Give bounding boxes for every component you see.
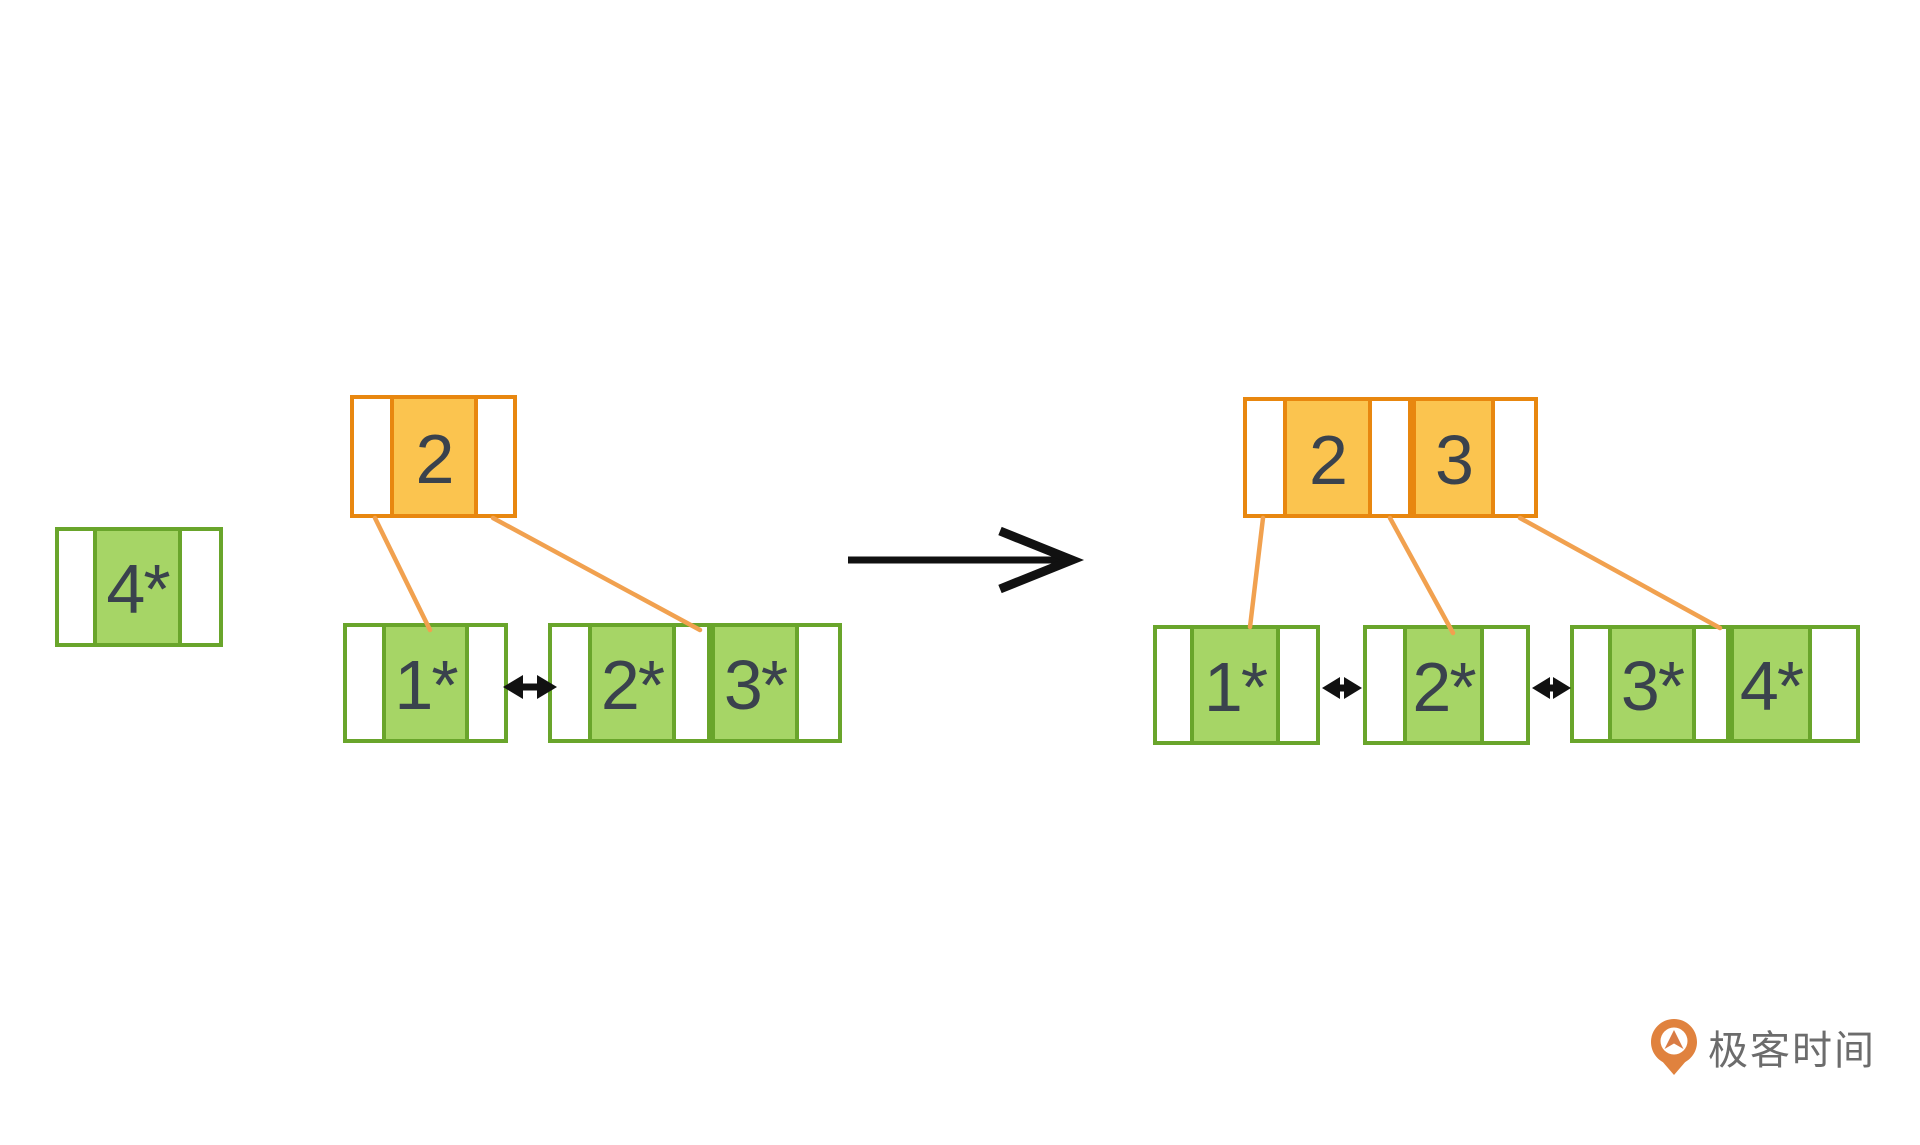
tree-edge	[490, 515, 703, 633]
empty-slot	[552, 627, 588, 739]
after-root-node: 2 3	[1243, 397, 1538, 518]
leaf-link-arrow	[1322, 677, 1362, 699]
record-cell-text: 4*	[106, 550, 170, 628]
after-leaf-node-2: 2*	[1363, 625, 1530, 745]
record-cell-3: 3*	[1608, 629, 1696, 739]
transform-arrow-head	[998, 526, 1085, 594]
before-leaf-node-1: 1*	[343, 623, 508, 743]
geektime-logo-text: 极客时间	[1708, 1029, 1876, 1073]
record-cell-2: 2*	[1403, 629, 1484, 741]
empty-slot	[676, 627, 707, 739]
empty-slot	[1696, 629, 1726, 739]
key-cell-text: 2	[415, 419, 455, 498]
tree-edge	[1247, 515, 1266, 630]
page-divider	[1726, 629, 1730, 739]
record-cell-4: 4*	[1730, 629, 1812, 739]
empty-slot	[1280, 629, 1316, 741]
record-cell-text: 4*	[1739, 647, 1804, 725]
empty-slot	[1812, 629, 1856, 739]
before-root-node: 2	[350, 395, 517, 518]
pointer-slot	[478, 399, 513, 514]
empty-slot	[347, 627, 382, 739]
key-cell-text: 2	[1309, 420, 1348, 499]
standalone-record-box-4: 4*	[55, 527, 223, 647]
after-leaf-node-3: 3* 4*	[1570, 625, 1860, 743]
key-cell-text: 3	[1435, 420, 1474, 499]
transform-arrow	[848, 526, 1085, 594]
record-cell-4: 4*	[93, 531, 182, 643]
empty-slot	[1484, 629, 1526, 741]
empty-slot	[59, 531, 93, 643]
empty-slot	[1367, 629, 1403, 741]
pointer-slot	[1495, 401, 1534, 514]
empty-slot	[182, 531, 219, 643]
record-cell-text: 3*	[723, 646, 788, 724]
record-cell-3: 3*	[711, 627, 799, 739]
key-cell-2: 2	[1283, 401, 1372, 514]
record-cell-text: 3*	[1620, 647, 1685, 725]
tree-edge	[1517, 515, 1723, 631]
pointer-slot	[1247, 401, 1283, 514]
pin-arrow	[1664, 1030, 1684, 1049]
empty-slot	[469, 627, 504, 739]
tree-edge	[372, 515, 433, 633]
empty-slot	[1574, 629, 1608, 739]
leaf-link-arrow	[1532, 677, 1571, 699]
record-cell-1: 1*	[382, 627, 469, 739]
record-cell-text: 2*	[600, 646, 665, 724]
pointer-slot	[354, 399, 390, 514]
page-divider	[1408, 401, 1412, 514]
record-cell-1: 1*	[1190, 629, 1280, 741]
geektime-logo: 极客时间	[1650, 1018, 1876, 1076]
page-divider	[707, 627, 711, 739]
after-leaf-node-1: 1*	[1153, 625, 1320, 745]
key-cell-2: 2	[390, 399, 478, 514]
empty-slot	[1157, 629, 1190, 741]
before-leaf-node-2: 2* 3*	[548, 623, 842, 743]
tree-edges	[372, 515, 1723, 636]
record-cell-2: 2*	[588, 627, 676, 739]
record-cell-text: 2*	[1412, 648, 1476, 726]
empty-slot	[799, 627, 838, 739]
tree-edge	[1387, 515, 1456, 636]
record-cell-text: 1*	[394, 646, 458, 724]
geektime-pin-icon	[1651, 1019, 1697, 1075]
record-cell-text: 1*	[1203, 648, 1268, 726]
pointer-slot	[1372, 401, 1408, 514]
key-cell-3: 3	[1412, 401, 1495, 514]
